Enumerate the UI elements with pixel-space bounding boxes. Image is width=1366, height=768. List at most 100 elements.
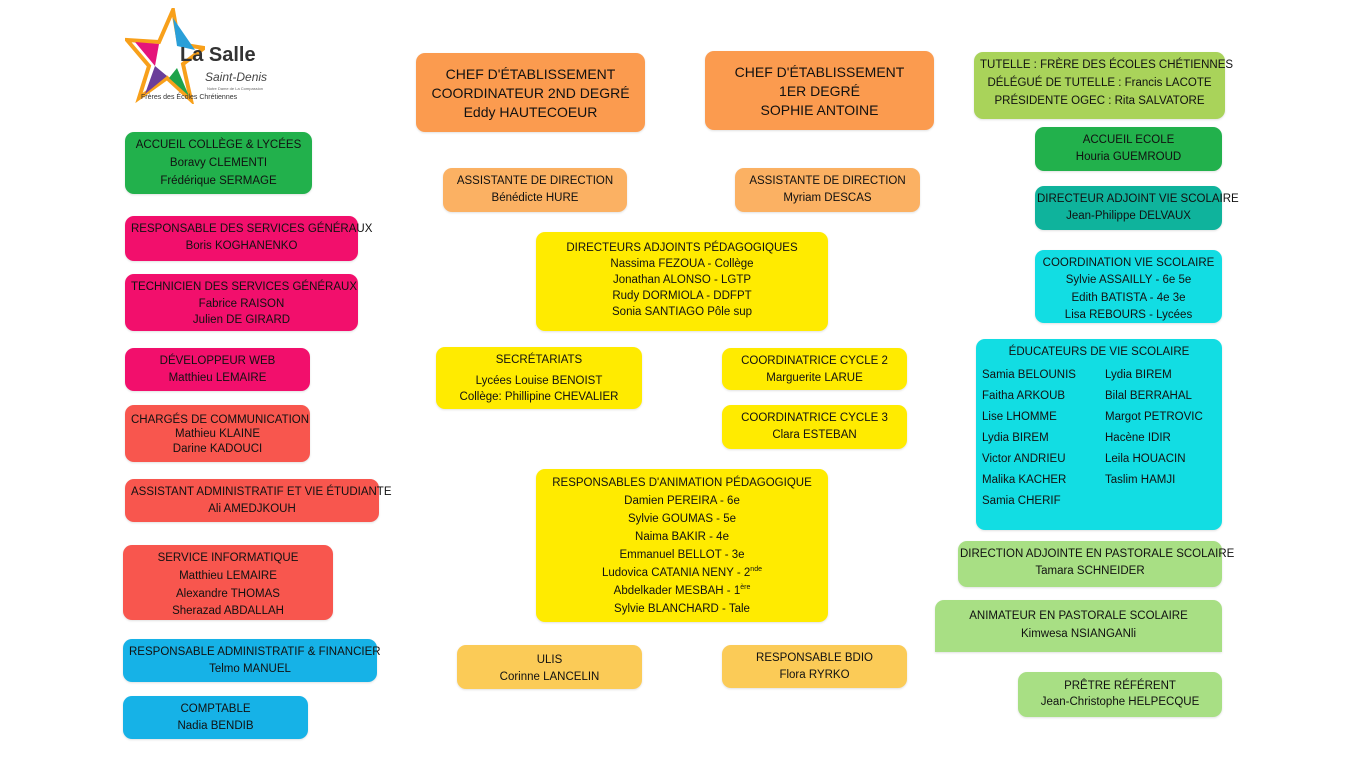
box-person: Tamara SCHNEIDER [1035,564,1145,577]
secretariats: SECRÉTARIATS Lycées Louise BENOIST Collè… [436,347,642,409]
box-title: RESPONSABLE ADMINISTRATIF & FINANCIER [129,646,381,658]
accueil-college-lycees: ACCUEIL COLLÈGE & LYCÉES Boravy CLEMENTI… [125,132,312,194]
box-title: RESPONSABLE BDIO [756,652,873,664]
box-title: COMPTABLE [180,703,251,715]
responsable-services-generaux: RESPONSABLE DES SERVICES GÉNÉRAUX Boris … [125,216,372,261]
la-salle-logo: La Salle Saint-Denis Notre Dame de La Co… [125,8,285,104]
box-title: TUTELLE : FRÈRE DES ÉCOLES CHÉTIENNES [980,59,1234,71]
box-title: ULIS [536,654,563,666]
box-person: Ludovica CATANIA NENY - 2nde [542,564,822,582]
box-title: ACCUEIL ECOLE [1082,134,1175,146]
logo-subtitle: Notre Dame de La Compassion [207,86,264,91]
person-text: Abdelkader MESBAH - 1 [613,585,741,598]
box-title: COORDINATRICE CYCLE 2 [741,355,888,367]
box-title: ÉDUCATEURS DE VIE SCOLAIRE [1008,346,1190,358]
list-item: Bilal BERRAHAL [1105,390,1192,402]
box-person: Myriam DESCAS [783,191,872,204]
box-person: DÉLÉGUÉ DE TUTELLE : Francis LACOTE [987,76,1212,89]
box-person: Sylvie ASSAILLY - 6e 5e [1065,274,1192,287]
box-person: Jean-Christophe HELPECQUE [1040,695,1200,708]
box-title: DÉVELOPPEUR WEB [159,355,276,367]
box-person: Houria GUEMROUD [1075,150,1182,163]
box-title: TECHNICIEN DES SERVICES GÉNÉRAUX [131,281,358,293]
box-title: DIRECTION ADJOINTE EN PASTORALE SCOLAIRE [960,548,1235,560]
logo-network: Frères des Écoles Chrétiennes [141,94,238,101]
educateurs-vie-scolaire: ÉDUCATEURS DE VIE SCOLAIRE Samia BELOUNI… [976,339,1222,530]
box-person: Sylvie GOUMAS - 5e [628,513,736,526]
box-person: Matthieu LEMAIRE [168,371,267,384]
box-person: Nadia BENDIB [177,719,254,732]
responsables-animation-pedagogique: RESPONSABLES D'ANIMATION PÉDAGOGIQUE Dam… [536,469,828,622]
list-item: Lise LHOMME [982,411,1057,423]
box-title: COORDINATRICE CYCLE 3 [741,412,888,424]
box-title: SECRÉTARIATS [495,354,583,366]
technicien-services-generaux: TECHNICIEN DES SERVICES GÉNÉRAUX Fabrice… [125,274,358,331]
list-item: Victor ANDRIEU [982,453,1066,465]
developpeur-web: DÉVELOPPEUR WEB Matthieu LEMAIRE [125,348,310,391]
box-person: Rudy DORMIOLA - DDFPT [612,290,752,303]
box-person: Fabrice RAISON [198,297,285,310]
box-title: RESPONSABLES D'ANIMATION PÉDAGOGIQUE [552,477,812,489]
box-person: Bénédicte HURE [491,191,579,204]
box-title: CHEF D'ÉTABLISSEMENT [445,66,616,82]
box-person: Kimwesa NSIANGANli [1020,628,1137,641]
coordinatrice-cycle-2: COORDINATRICE CYCLE 2 Marguerite LARUE [722,348,907,390]
box-person: Lycées Louise BENOIST [475,374,603,387]
box-person: Nassima FEZOUA - Collège [610,258,754,271]
box-title: CHARGÉS DE COMMUNICATION [131,414,310,426]
box-subtitle: 1ER DEGRÉ [779,82,860,99]
assistante-direction-2nd: ASSISTANTE DE DIRECTION Bénédicte HURE [443,168,627,212]
chef-etablissement-2nd-degre: CHEF D'ÉTABLISSEMENT COORDINATEUR 2ND DE… [416,53,645,132]
box-person: Emmanuel BELLOT - 3e [619,549,745,562]
person-text: Ludovica CATANIA NENY - 2 [602,567,751,580]
logo-city: Saint-Denis [205,70,268,84]
box-title: SERVICE INFORMATIQUE [157,552,299,564]
box-person: Marguerite LARUE [766,371,863,384]
list-item: Leila HOUACIN [1105,453,1186,465]
directeurs-adjoints-pedagogiques: DIRECTEURS ADJOINTS PÉDAGOGIQUES Nassima… [536,232,828,331]
box-person: SOPHIE ANTOINE [760,101,879,118]
educateurs-col-2: Lydia BIREM Bilal BERRAHAL Margot PETROV… [1105,365,1223,491]
box-person: Jonathan ALONSO - LGTP [612,274,752,287]
box-person: PRÉSIDENTE OGEC : Rita SALVATORE [994,94,1205,107]
level-sup: nde [750,566,762,574]
box-person: Frédérique SERMAGE [160,174,277,187]
responsable-administratif-financier: RESPONSABLE ADMINISTRATIF & FINANCIER Te… [123,639,381,682]
box-person: Darine KADOUCI [172,442,263,455]
box-person: Matthieu LEMAIRE [179,569,277,582]
list-item: Samia CHERIF [982,495,1061,507]
logo-name: La Salle [180,44,256,66]
box-title: ANIMATEUR EN PASTORALE SCOLAIRE [969,610,1188,622]
box-person: Telmo MANUEL [209,662,291,675]
box-person: Naima BAKIR - 4e [635,531,729,544]
box-person: Clara ESTEBAN [772,428,857,441]
box-title: ACCUEIL COLLÈGE & LYCÉES [135,139,302,151]
box-person: Julien DE GIRARD [192,314,291,327]
box-person: Boravy CLEMENTI [169,156,268,169]
box-person: Mathieu KLAINE [174,428,260,441]
box-person: Jean-Philippe DELVAUX [1066,209,1191,222]
box-person: Damien PEREIRA - 6e [624,495,740,508]
box-title: DIRECTEURS ADJOINTS PÉDAGOGIQUES [566,242,798,254]
responsable-bdio: RESPONSABLE BDIO Flora RYRKO [722,645,907,688]
list-item: Lydia BIREM [1105,369,1172,381]
animateur-pastorale: ANIMATEUR EN PASTORALE SCOLAIRE Kimwesa … [935,600,1222,652]
assistante-direction-1er: ASSISTANTE DE DIRECTION Myriam DESCAS [735,168,920,212]
box-person: Abdelkader MESBAH - 1ère [542,582,822,600]
box-person: Sylvie BLANCHARD - Tale [614,603,750,616]
coordinatrice-cycle-3: COORDINATRICE CYCLE 3 Clara ESTEBAN [722,405,907,449]
chef-etablissement-1er-degre: CHEF D'ÉTABLISSEMENT 1ER DEGRÉ SOPHIE AN… [705,51,934,130]
box-person: Boris KOGHANENKO [185,239,298,252]
box-person: Collège: Phillipine CHEVALIER [459,391,619,404]
tutelle: TUTELLE : FRÈRE DES ÉCOLES CHÉTIENNES DÉ… [974,52,1234,119]
box-subtitle: COORDINATEUR 2ND DEGRÉ [431,84,630,101]
direction-adjointe-pastorale: DIRECTION ADJOINTE EN PASTORALE SCOLAIRE… [958,541,1235,587]
list-item: Hacène IDIR [1105,432,1171,444]
comptable: COMPTABLE Nadia BENDIB [123,696,308,739]
box-person: Flora RYRKO [779,668,850,681]
box-title: PRÊTRE RÉFÉRENT [1064,680,1176,692]
list-item: Faitha ARKOUB [982,390,1066,402]
list-item: Malika KACHER [982,474,1067,486]
assistant-administratif: ASSISTANT ADMINISTRATIF ET VIE ÉTUDIANTE… [125,479,392,522]
list-item: Margot PETROVIC [1105,411,1203,423]
